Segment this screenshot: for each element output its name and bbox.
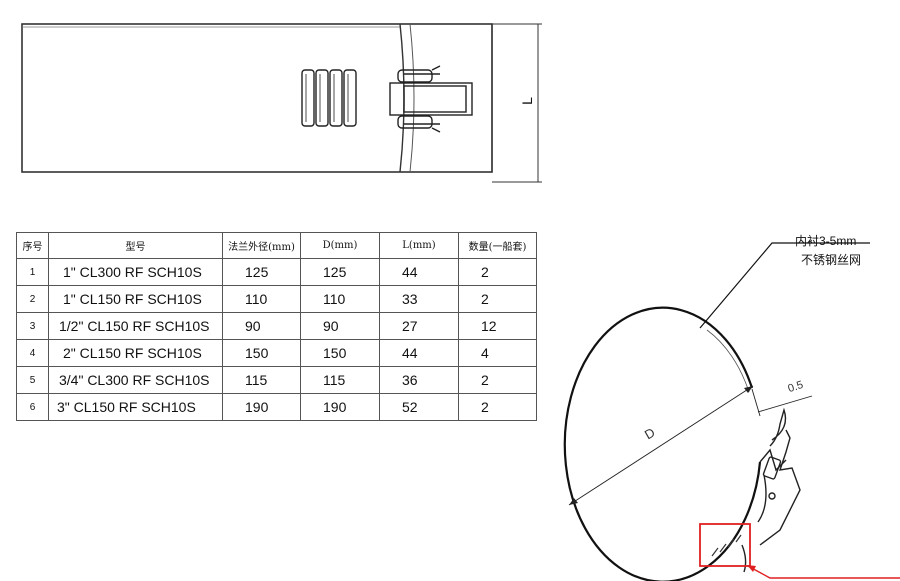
- liner-note-line1: 内衬3-5mm: [795, 234, 857, 248]
- clamp-ring: [563, 306, 762, 581]
- cell-model: 1/2" CL150 RF SCH10S: [48, 312, 223, 340]
- table-header-row: 序号 型号 法兰外径(mm) D(mm) L(mm) 数量(一船套): [16, 232, 537, 259]
- highlight-arrow: [747, 565, 900, 579]
- cell-flange-od: 190: [222, 393, 301, 421]
- cell-flange-od: 110: [222, 285, 301, 313]
- cell-model: 3" CL150 RF SCH10S: [48, 393, 223, 421]
- latch-mechanism: [741, 407, 801, 573]
- table-row: 4 2" CL150 RF SCH10S 150 150 44 4: [16, 339, 537, 367]
- cell-flange-od: 125: [222, 258, 301, 286]
- header-model: 型号: [48, 232, 223, 259]
- cell-d: 90: [300, 312, 380, 340]
- thickness-dimension: [751, 388, 813, 417]
- cell-l: 52: [379, 393, 459, 421]
- header-flange-od: 法兰外径(mm): [222, 232, 301, 259]
- liner-note-line2: 不锈钢丝网: [801, 253, 862, 267]
- diameter-line: [568, 385, 754, 506]
- dimension-l-line: [492, 23, 542, 183]
- spec-table: 序号 型号 法兰外径(mm) D(mm) L(mm) 数量(一船套) 1 1" …: [16, 232, 537, 421]
- cell-flange-od: 115: [222, 366, 301, 394]
- header-no: 序号: [16, 232, 49, 259]
- highlight-box: [699, 523, 751, 567]
- cell-l: 36: [379, 366, 459, 394]
- table-row: 5 3/4" CL300 RF SCH10S 115 115 36 2: [16, 366, 537, 394]
- cell-l: 33: [379, 285, 459, 313]
- cell-qty: 2: [458, 393, 537, 421]
- cell-d: 125: [300, 258, 380, 286]
- cell-qty: 2: [458, 366, 537, 394]
- header-l: L(mm): [379, 232, 459, 259]
- strap-slots: [301, 69, 357, 127]
- cell-model: 2" CL150 RF SCH10S: [48, 339, 223, 367]
- liner-leader-line: [699, 242, 870, 329]
- buckle: [389, 65, 473, 133]
- cell-no: 1: [16, 258, 49, 286]
- cell-model: 1" CL150 RF SCH10S: [48, 285, 223, 313]
- cell-model: 1" CL300 RF SCH10S: [48, 258, 223, 286]
- cell-d: 190: [300, 393, 380, 421]
- table-row: 6 3" CL150 RF SCH10S 190 190 52 2: [16, 393, 537, 421]
- cell-flange-od: 90: [222, 312, 301, 340]
- cell-l: 44: [379, 258, 459, 286]
- header-qty: 数量(一船套): [458, 232, 537, 259]
- cell-l: 44: [379, 339, 459, 367]
- table-row: 1 1" CL300 RF SCH10S 125 125 44 2: [16, 258, 537, 286]
